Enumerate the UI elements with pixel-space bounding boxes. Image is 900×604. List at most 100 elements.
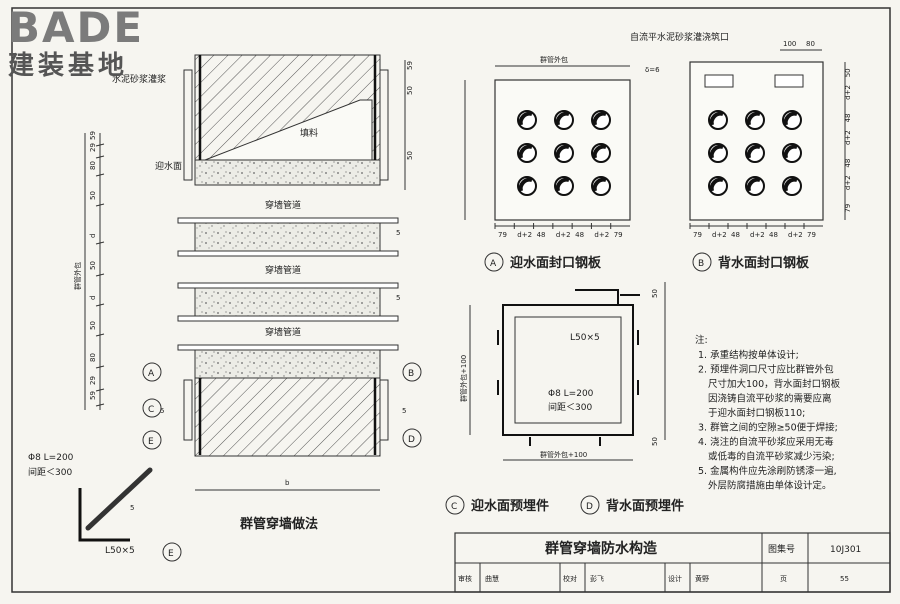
dim-left-7: 50 bbox=[89, 321, 97, 330]
embed-bar-label: Φ8 L=200 bbox=[548, 389, 594, 399]
pipe-2-top bbox=[177, 282, 399, 289]
pour-hole-2 bbox=[774, 74, 804, 88]
pipe-label-3: 穿墙管道 bbox=[265, 326, 301, 338]
embed-angle-label: L50×5 bbox=[570, 333, 600, 343]
pipe-3-top bbox=[177, 344, 399, 351]
plate-a-thickness: δ=6 bbox=[645, 66, 660, 74]
fill-label: 填料 bbox=[300, 127, 318, 139]
title-block-title: 群管穿墙防水构造 bbox=[544, 540, 657, 557]
title-block-design-name: 黄野 bbox=[695, 574, 709, 583]
dim-left-10: 59 bbox=[89, 391, 97, 400]
five-2: 5 bbox=[396, 294, 400, 302]
plate-a-hole-shade-1-0 bbox=[518, 144, 533, 159]
embed-caption-d: 背水面预埋件 bbox=[606, 498, 684, 514]
five-3: 5 bbox=[402, 407, 406, 415]
plate-b-hole-shade-0-1 bbox=[746, 111, 761, 126]
logo: BADE 建装基地 bbox=[8, 6, 188, 86]
plate-a-hole-shade-0-1 bbox=[555, 111, 570, 126]
five-4: 5 bbox=[160, 407, 164, 415]
embed-marker-d-circle bbox=[580, 495, 600, 515]
pipe-label-1: 穿墙管道 bbox=[265, 199, 301, 211]
pipe-1-bottom bbox=[177, 250, 399, 257]
plate-a-hole-shade-0-0 bbox=[518, 111, 533, 126]
wall-lower bbox=[194, 377, 381, 457]
dim-left-tick-10 bbox=[95, 403, 105, 407]
dim-left-0: 59 bbox=[89, 131, 97, 140]
plate-a-bottom-dim-3: d+2 bbox=[556, 231, 571, 239]
plate-a-hole-shade-2-0 bbox=[518, 177, 533, 192]
embedded-angles bbox=[198, 55, 377, 455]
plate-b-side-dim-4: 48 bbox=[844, 159, 852, 168]
grout-3 bbox=[194, 349, 381, 379]
plate-a-holes bbox=[517, 110, 611, 196]
plate-a-bottom-dim-5: d+2 bbox=[594, 231, 609, 239]
detail-e-angle bbox=[78, 488, 130, 542]
detail-e-bar: Φ8 L=200 bbox=[28, 453, 74, 463]
bar-left-upper bbox=[183, 69, 193, 181]
notes-item-3: 因浇铸自流平砂浆的需要应离 bbox=[708, 393, 832, 405]
title-block: 群管穿墙防水构造 图集号 10J301 审核 曲慧 校对 彭飞 设计 黄野 页 … bbox=[454, 532, 891, 593]
dim-left-tick-1 bbox=[95, 155, 105, 159]
detail-e-spacing: 间距＜300 bbox=[28, 466, 72, 478]
marker-d-circle bbox=[402, 428, 422, 448]
bar-right-upper bbox=[379, 69, 389, 181]
plate-b-dim-top-1: 80 bbox=[806, 40, 815, 48]
plate-b-side-dim-5: d+2 bbox=[844, 175, 852, 190]
plate-a-bottom-dim-4: 48 bbox=[575, 231, 584, 239]
pipe-1-top bbox=[177, 217, 399, 224]
face-label: 迎水面 bbox=[155, 160, 182, 172]
embed-frame-outer bbox=[502, 304, 634, 436]
dim-left-tick-3 bbox=[95, 203, 105, 207]
grout-2 bbox=[194, 287, 381, 317]
plate-b-hole-shade-2-2 bbox=[783, 177, 798, 192]
dim-left-9: 29 bbox=[89, 376, 97, 385]
notes-item-8: 5. 金属构件应先涂刷防锈漆一遍, bbox=[698, 465, 837, 477]
title-block-proof-name: 彭飞 bbox=[590, 574, 604, 583]
dim-left-tick-0 bbox=[95, 143, 105, 147]
marker-a: A bbox=[148, 369, 155, 379]
marker-c: C bbox=[148, 405, 154, 415]
dim-left-tick-8 bbox=[95, 365, 105, 369]
title-block-proof-label: 校对 bbox=[563, 574, 577, 583]
plate-a-top-label: 群管外包 bbox=[540, 55, 568, 64]
plate-b-caption: 背水面封口钢板 bbox=[718, 255, 810, 271]
left-side-label: 群管外包 bbox=[73, 262, 82, 290]
embed-frame-inner bbox=[514, 316, 622, 424]
embed-angle-top bbox=[575, 289, 640, 305]
plate-b-bottom-dim-4: 48 bbox=[769, 231, 778, 239]
title-block-page-label: 页 bbox=[780, 575, 787, 583]
title-block-check-label: 审核 bbox=[458, 574, 472, 583]
detail-e-marker-circle bbox=[162, 542, 182, 562]
dim-left-4: d bbox=[89, 234, 97, 238]
notes-item-2: 尺寸加大100，背水面封口钢板 bbox=[708, 378, 841, 390]
plate-a-bottom-dim-1: d+2 bbox=[517, 231, 532, 239]
detail-e-bar-shape bbox=[85, 467, 153, 531]
dim-left-2: 80 bbox=[89, 161, 97, 170]
notes-title: 注: bbox=[695, 334, 708, 346]
pour-hole-1 bbox=[704, 74, 734, 88]
plate-b-hole-shade-2-0 bbox=[709, 177, 724, 192]
embed-spacing-label: 间距＜300 bbox=[548, 401, 592, 413]
marker-b: B bbox=[408, 369, 414, 379]
dim-right-2: 50 bbox=[406, 151, 414, 160]
dim-left-5: 50 bbox=[89, 261, 97, 270]
notes-item-0: 1. 承重结构按单体设计; bbox=[698, 349, 799, 361]
marker-e: E bbox=[148, 437, 154, 447]
plate-b-hole-shade-0-0 bbox=[709, 111, 724, 126]
plate-a-hole-shade-2-2 bbox=[592, 177, 607, 192]
plate-a-hole-shade-0-2 bbox=[592, 111, 607, 126]
plate-b-side-dim-2: 48 bbox=[844, 114, 852, 123]
plate-b-side-dim-6: 79 bbox=[844, 204, 852, 213]
title-block-atlas-no: 10J301 bbox=[830, 545, 861, 555]
notes-block: 注: 1. 承重结构按单体设计; 2. 预埋件洞口尺寸应比群管外包尺寸加大100，… bbox=[695, 334, 841, 492]
notes-item-4: 于迎水面封口钢板110; bbox=[708, 407, 805, 419]
notes-item-1: 2. 预埋件洞口尺寸应比群管外包 bbox=[698, 364, 834, 376]
dim-left-8: 80 bbox=[89, 353, 97, 362]
